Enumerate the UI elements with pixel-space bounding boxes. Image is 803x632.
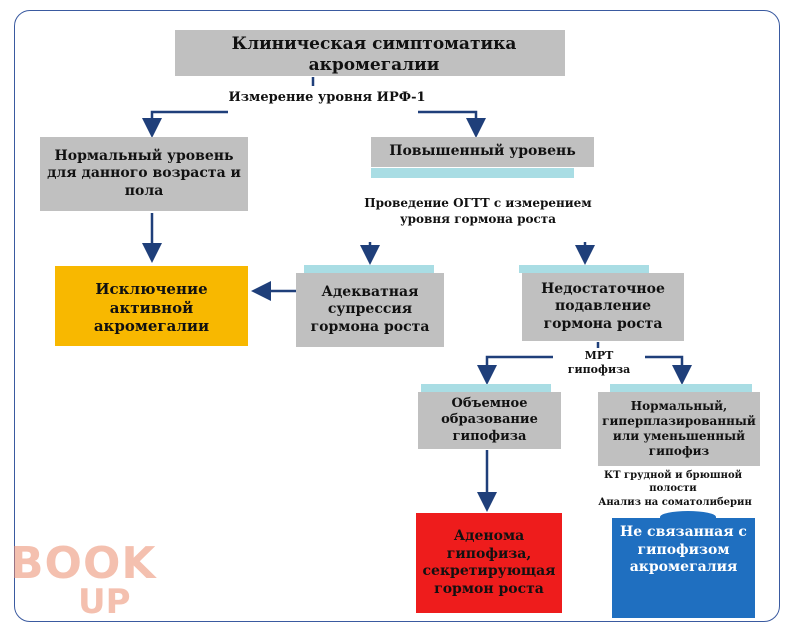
watermark-book: BOOK [10,538,157,589]
arrow-igf-normal [142,110,228,138]
insufficient-suppression-text: Недостаточное подавление гормона роста [541,280,665,332]
elevated-level-text: Повышенный уровень [389,143,576,160]
title-box: Клиническая симптоматика акромегалии [175,30,565,76]
igf-step-label: Измерение уровня ИРФ-1 [228,90,426,107]
normal-pituitary-accent-bar [610,384,752,392]
adenoma-text: Аденома гипофиза, секретирующая гормон р… [422,528,556,597]
mass-accent-bar [421,384,551,392]
excluded-box: Исключение активной акромегалии [55,270,248,346]
normal-level-text: Нормальный уровень для данного возраста … [47,147,241,199]
adequate-suppression-text: Адекватная супрессия гормона роста [310,283,430,335]
elevated-level-box: Повышенный уровень [371,137,594,167]
pituitary-mass-text: Объемное образование гипофиза [441,396,538,444]
title-text: Клиническая симптоматика акромегалии [231,34,517,76]
normal-pituitary-box: Нормальный, гиперплазированный или умень… [598,392,760,466]
arrow-igf-elevated [418,110,486,138]
adequate-suppression-box: Адекватная супрессия гормона роста [296,273,444,347]
normal-level-box: Нормальный уровень для данного возраста … [40,137,248,211]
excluded-text: Исключение активной акромегалии [93,279,210,336]
insufficient-suppression-box: Недостаточное подавление гормона роста [522,273,684,341]
pituitary-mass-box: Объемное образование гипофиза [418,392,561,449]
nonpituitary-box: Не связанная с гипофизом акромегалия [612,518,755,618]
adenoma-box: Аденома гипофиза, секретирующая гормон р… [416,513,562,613]
arrow-mri-mass [477,355,554,385]
elevated-accent-bar [371,168,574,178]
adequate-accent-bar [304,265,434,273]
insufficient-accent-bar [519,265,649,273]
nonpituitary-text: Не связанная с гипофизом акромегалия [620,524,747,575]
ghrh-step-label: Анализ на соматолиберин [596,496,754,509]
ogtt-step-label: Проведение ОГТТ с измерением уровня горм… [360,196,596,228]
arrow-mri-normal [644,355,692,385]
ct-step-label: КТ грудной и брюшной полости [598,469,748,495]
mri-step-label: МРТ гипофиза [553,349,645,378]
normal-pituitary-text: Нормальный, гиперплазированный или умень… [602,399,756,458]
watermark-up: UP [78,582,131,622]
excluded-accent-bar [55,265,248,271]
